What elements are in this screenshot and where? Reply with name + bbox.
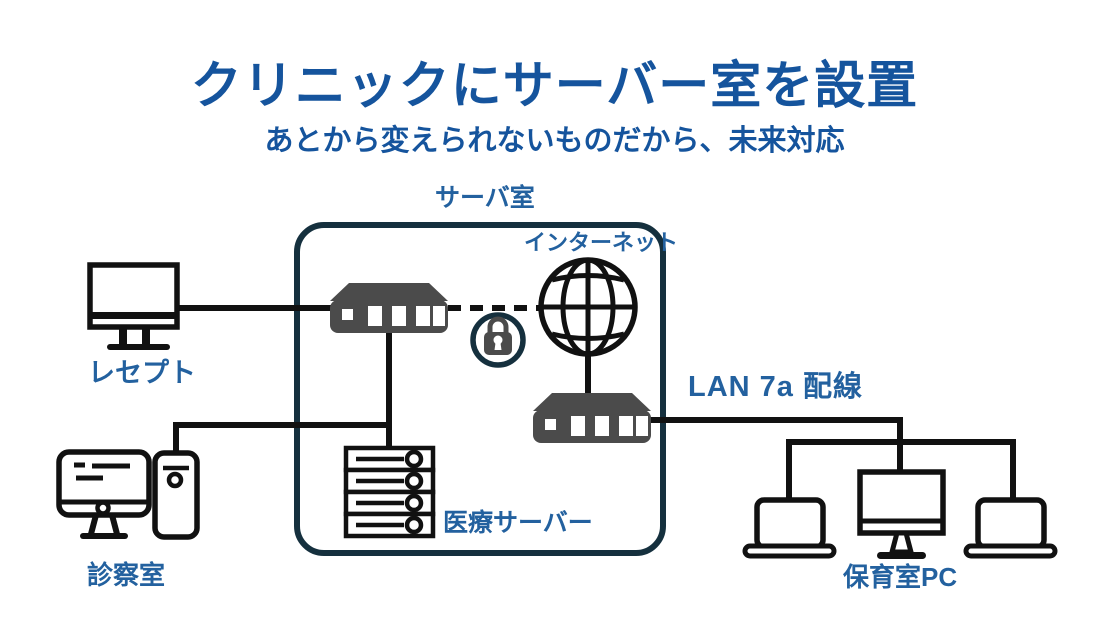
exam-room-pc-icon bbox=[56, 449, 200, 540]
subtitle: あとから変えられないものだから、未来対応 bbox=[264, 125, 845, 157]
server-room-box bbox=[294, 222, 666, 556]
exam-to-server-line bbox=[173, 422, 389, 454]
exam-room-label: 診察室 bbox=[87, 560, 166, 590]
internet-globe-icon bbox=[538, 257, 638, 357]
router-icon bbox=[330, 283, 448, 333]
exam-tower-icon bbox=[152, 450, 200, 540]
server-room-label: サーバ室 bbox=[435, 184, 535, 212]
lan-wiring-label: LAN 7a 配線 bbox=[688, 371, 863, 403]
nursery-laptop-right-icon bbox=[963, 497, 1058, 559]
recept-label: レセプト bbox=[88, 358, 196, 388]
security-lock-icon bbox=[470, 312, 526, 368]
medical-server-rack-icon bbox=[343, 445, 436, 539]
lan-trunk-line bbox=[645, 417, 903, 474]
lan-switch-icon bbox=[533, 393, 651, 443]
nursery-monitor-icon bbox=[857, 469, 946, 559]
main-title: クリニックにサーバー室を設置 bbox=[190, 57, 919, 114]
exam-monitor-icon bbox=[56, 449, 152, 539]
laptop-branch-line bbox=[786, 439, 1016, 502]
nursery-pc-label: 保育室PC bbox=[843, 562, 958, 592]
medical-server-label: 医療サーバー bbox=[443, 509, 593, 537]
internet-label: インターネット bbox=[524, 230, 679, 255]
recept-monitor-icon bbox=[87, 262, 180, 350]
nursery-laptop-left-icon bbox=[742, 497, 837, 559]
